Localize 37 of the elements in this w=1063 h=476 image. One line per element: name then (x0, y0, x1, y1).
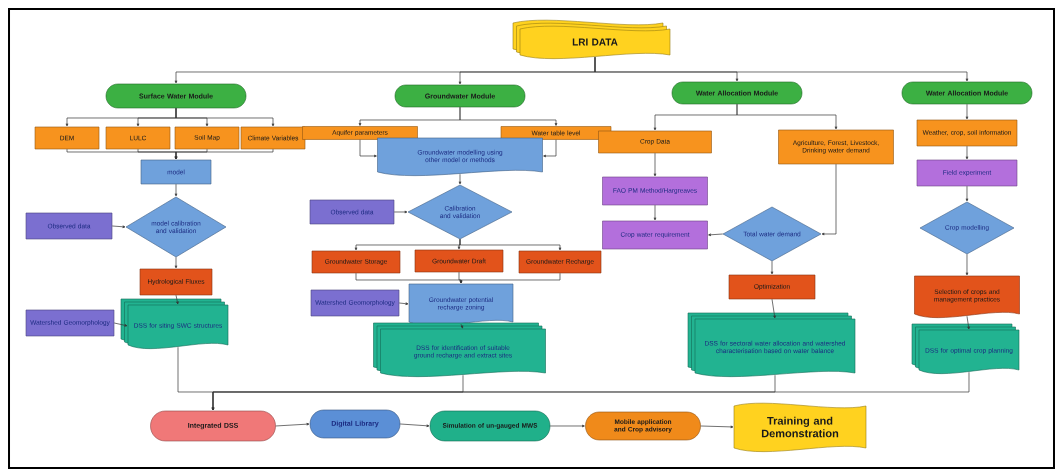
arrow (459, 106, 558, 126)
arrow (458, 173, 462, 185)
arrow (458, 271, 463, 284)
arrow (653, 204, 657, 221)
arrow (460, 323, 464, 329)
arrow (113, 322, 128, 327)
arrow (398, 302, 409, 305)
arrow (770, 260, 774, 275)
arrow (965, 103, 969, 120)
arrow (708, 233, 724, 237)
arrow (965, 185, 969, 202)
arrow (175, 294, 179, 305)
arrow (174, 148, 274, 160)
arrow (459, 272, 561, 284)
arrow (111, 225, 126, 229)
arrow (821, 163, 837, 236)
data-banner: LRI DATA (512, 19, 671, 59)
arrow (736, 103, 838, 130)
arrow (549, 424, 585, 428)
arrow (771, 298, 776, 319)
arrow (543, 139, 557, 158)
arrow (393, 210, 408, 214)
arrow (965, 253, 969, 276)
training-banner: Training and Demonstration (733, 402, 867, 452)
arrow (175, 107, 275, 127)
arrow (174, 183, 178, 197)
arrow (653, 152, 657, 177)
arrow (594, 56, 969, 82)
arrow (275, 422, 310, 427)
arrow (965, 145, 969, 160)
arrow (399, 423, 430, 428)
arrow (174, 256, 178, 269)
arrow (359, 139, 377, 158)
arrow (700, 425, 734, 429)
arrow (459, 238, 562, 251)
arrow (966, 315, 970, 330)
arrow (211, 371, 970, 411)
